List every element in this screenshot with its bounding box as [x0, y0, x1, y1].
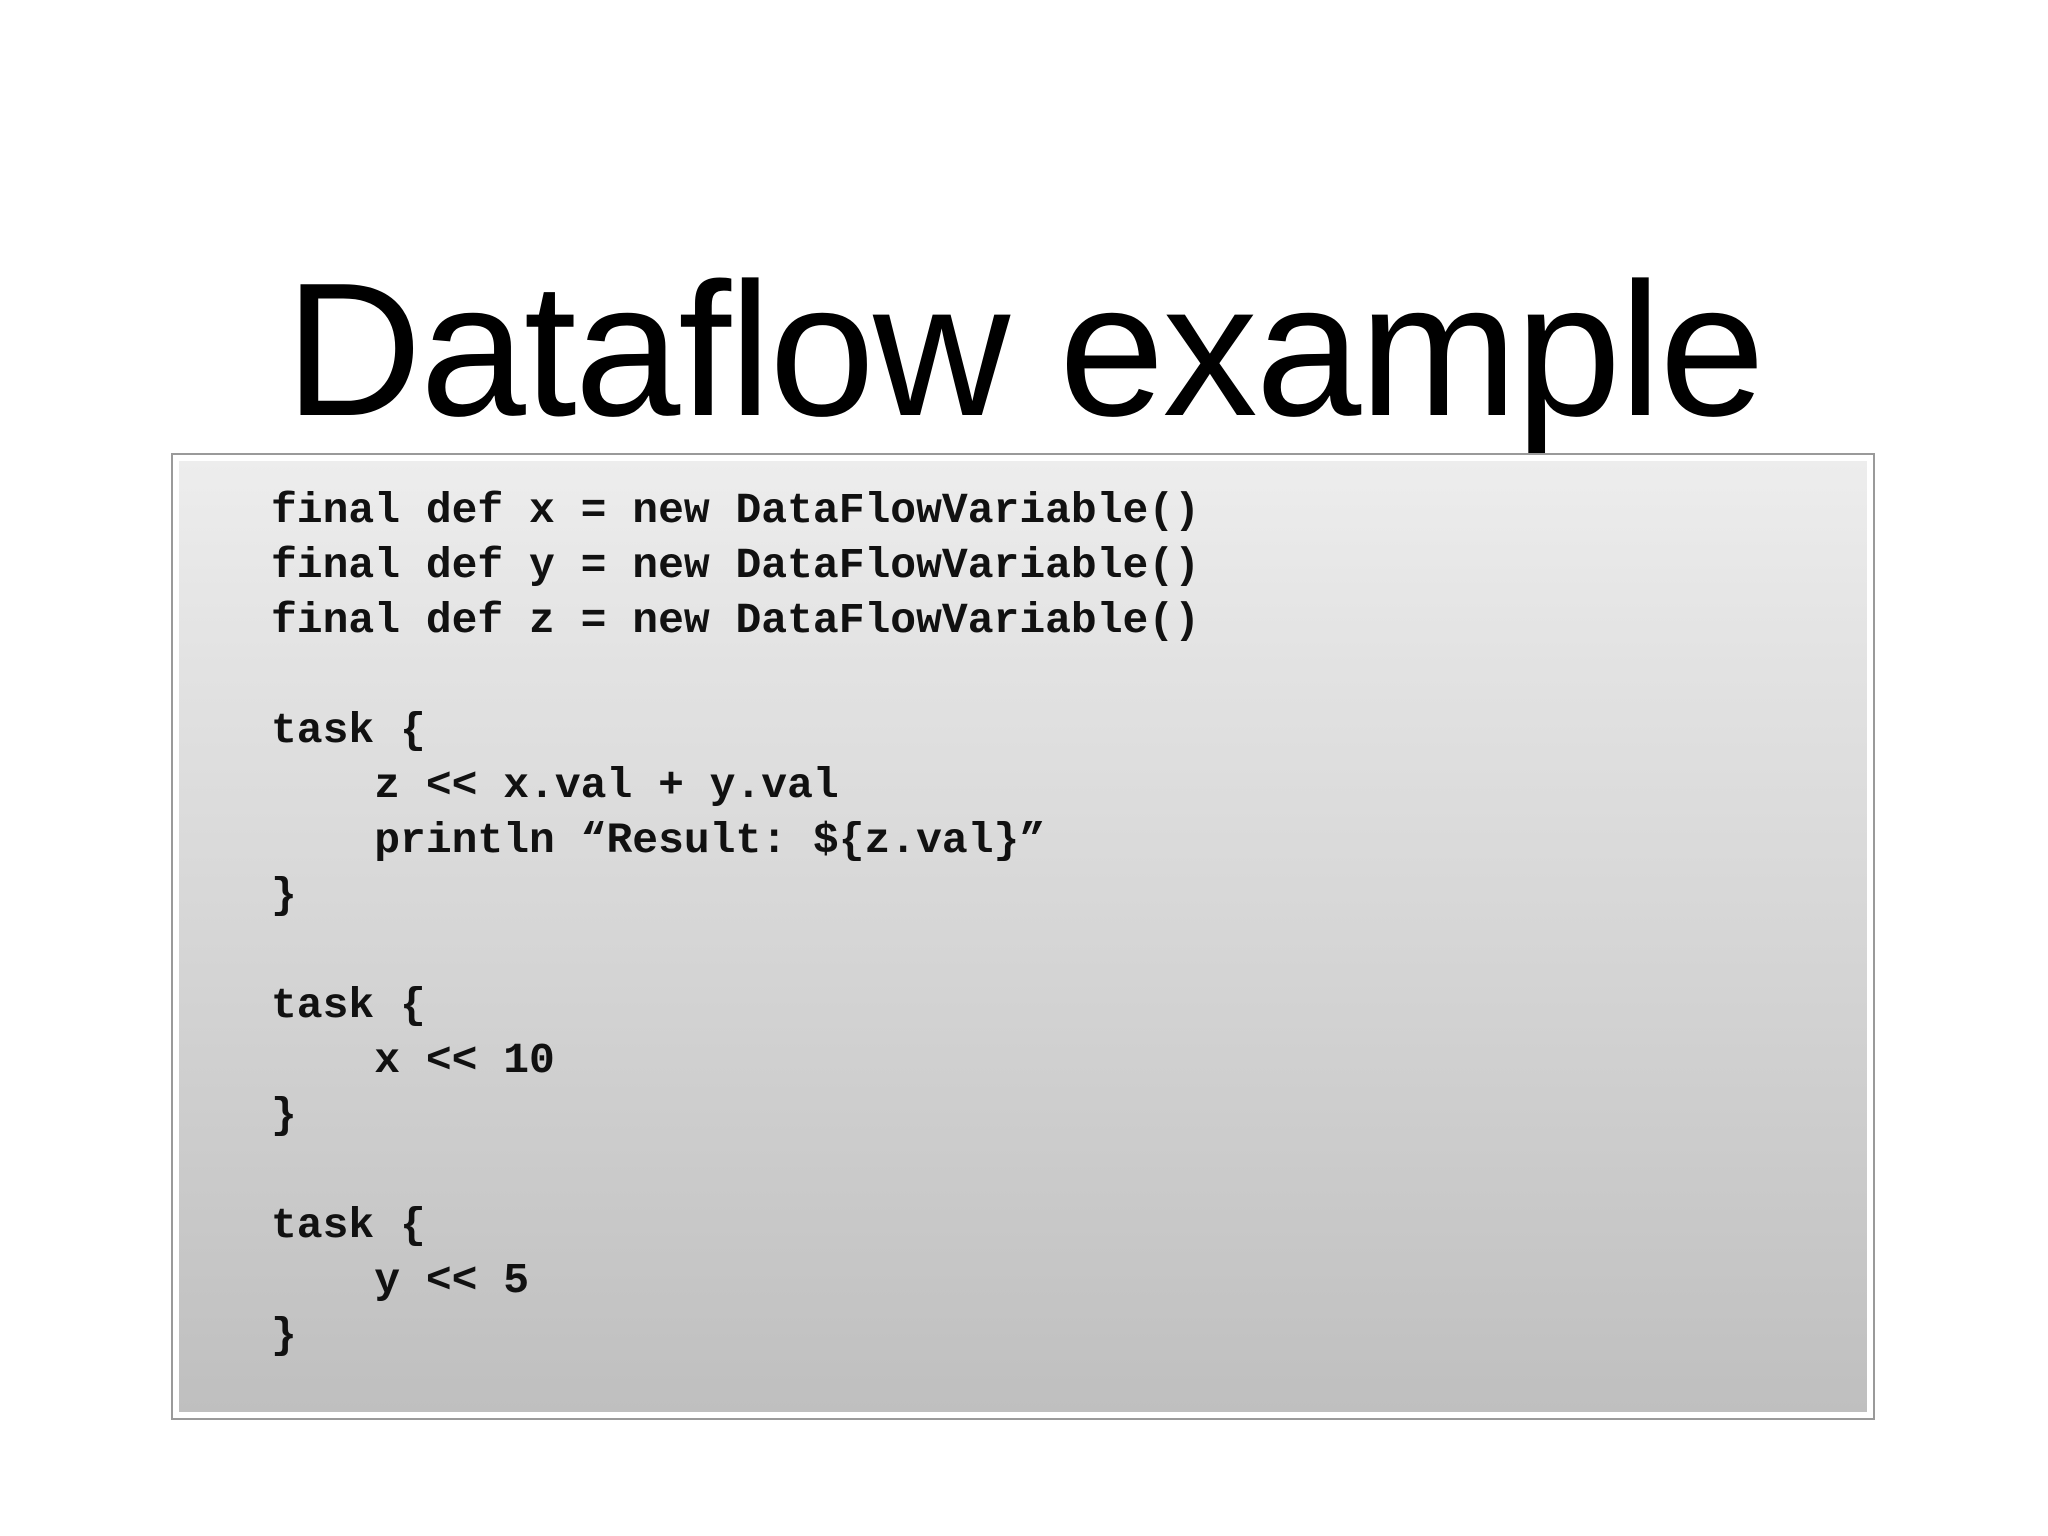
code-line: final def x = new DataFlowVariable() [271, 486, 1200, 535]
code-line [271, 1143, 1867, 1198]
code-line: final def z = new DataFlowVariable() [271, 596, 1200, 645]
code-line: z << x.val + y.val [271, 761, 839, 810]
code-line: task { [271, 1201, 426, 1250]
code-line: } [271, 1311, 297, 1360]
code-line [271, 923, 1867, 978]
code-block-surface: final def x = new DataFlowVariable() fina… [179, 461, 1867, 1412]
code-line: y << 5 [271, 1256, 530, 1305]
code-line: println “Result: ${z.val}” [271, 816, 1046, 865]
code-line: task { [271, 706, 426, 755]
code-line: final def y = new DataFlowVariable() [271, 541, 1200, 590]
code-block: final def x = new DataFlowVariable() fina… [171, 453, 1875, 1420]
code-line [271, 648, 1867, 703]
code-line: task { [271, 981, 426, 1030]
page-title: Dataflow example [284, 244, 1765, 457]
code-line: } [271, 871, 297, 920]
code-listing: final def x = new DataFlowVariable() fina… [271, 483, 1867, 1363]
code-line: } [271, 1091, 297, 1140]
code-line: x << 10 [271, 1036, 555, 1085]
